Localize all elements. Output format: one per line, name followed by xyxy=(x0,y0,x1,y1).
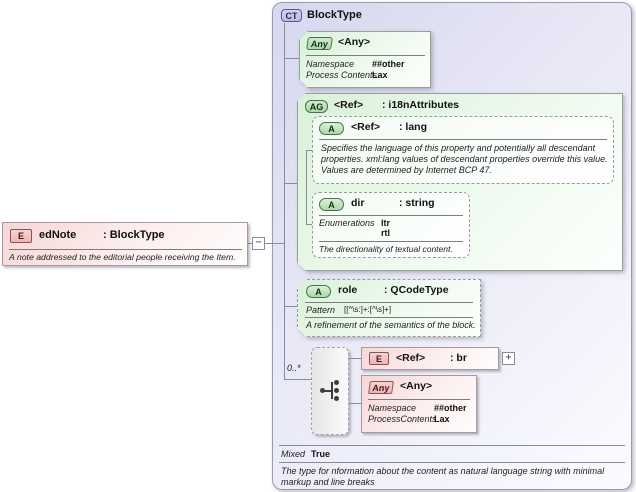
connector-compositor xyxy=(284,379,312,380)
wildcard-prop-value: Lax xyxy=(372,70,388,80)
separator xyxy=(305,302,473,303)
any-bottom-box: Any <Any> Namespace ##other ProcessConte… xyxy=(361,375,477,433)
connector-edNote-type xyxy=(246,243,284,244)
role-attribute-box: A role : QCodeType Pattern [[^\s:]+:[^\s… xyxy=(297,279,481,337)
attrgroup-badge: AG xyxy=(305,100,328,113)
cardinality-label: 0..* xyxy=(287,363,301,373)
connector-br xyxy=(349,358,361,359)
br-element-box: E <Ref> : br xyxy=(361,347,499,370)
separator xyxy=(319,139,607,140)
separator xyxy=(279,445,625,446)
complextype-annotation-line: The type for nformation about the conten… xyxy=(281,466,605,476)
role-facet-label: Pattern xyxy=(306,305,336,315)
compositor-box xyxy=(311,347,349,435)
lang-annotation-line: Values are determined by Internet BCP 47… xyxy=(321,165,492,175)
separator xyxy=(319,215,463,216)
br-name: <Ref> xyxy=(396,352,426,364)
wildcard-prop-value: ##other xyxy=(434,403,467,413)
connector-any-top xyxy=(284,58,300,59)
role-wrap: A role : QCodeType Pattern [[^\s:]+:[^\s… xyxy=(297,279,481,337)
collapse-button[interactable]: − xyxy=(252,237,265,250)
lang-annotation-line: properties. xml:lang values of descendan… xyxy=(321,154,608,164)
wildcard-prop-value: Lax xyxy=(434,414,450,424)
edNote-name: edNote xyxy=(39,229,77,241)
connector-lang xyxy=(306,150,312,151)
role-name: role xyxy=(338,284,358,296)
edNote-element-box: E edNote : BlockType A note addressed to… xyxy=(2,222,248,266)
attrgroup-box: AG <Ref> : i18nAttributes A <Ref> : lang… xyxy=(297,93,623,271)
complextype-annotation: The type for nformation about the conten… xyxy=(281,466,604,488)
enum-value: rtl xyxy=(381,228,390,238)
any-top-box: Any <Any> Namespace ##other Process Cont… xyxy=(299,31,431,88)
any-top-badge: Any xyxy=(306,37,333,50)
wildcard-prop-label: Namespace xyxy=(368,403,417,413)
lang-attribute-box: A <Ref> : lang Specifies the language of… xyxy=(312,116,614,184)
dir-name: dir xyxy=(351,197,365,209)
attrgroup-name: <Ref> xyxy=(334,99,364,111)
any-top-wrap: Any <Any> Namespace ##other Process Cont… xyxy=(299,31,431,88)
lang-annotation: Specifies the language of this property … xyxy=(321,143,608,176)
separator xyxy=(279,462,625,463)
edNote-type: : BlockType xyxy=(103,229,165,241)
separator xyxy=(368,399,470,400)
dir-badge: A xyxy=(319,198,344,211)
dir-type: : string xyxy=(399,197,435,209)
role-badge: A xyxy=(306,285,331,298)
separator xyxy=(9,249,242,250)
complextype-badge: CT xyxy=(281,9,302,22)
wildcard-prop-label: ProcessContents xyxy=(368,414,437,424)
connector-attrgroup xyxy=(284,183,298,184)
role-facet-value: [[^\s:]+:[^\s]+] xyxy=(344,305,392,314)
dir-attribute-box: A dir : string Enumerations ltr rtl The … xyxy=(312,192,470,258)
edNote-annotation: A note addressed to the editorial people… xyxy=(9,252,236,262)
separator xyxy=(305,317,473,318)
dir-annotation: The directionality of textual content. xyxy=(319,244,453,254)
complextype-panel: CT BlockType Any <Any> Namespace ##other… xyxy=(272,2,632,490)
dir-facet-value: ltr rtl xyxy=(381,218,390,238)
br-badge: E xyxy=(369,352,389,365)
edNote-badge: E xyxy=(10,229,32,243)
lang-name: <Ref> xyxy=(351,121,381,133)
lang-annotation-line: Specifies the language of this property … xyxy=(321,143,596,153)
any-top-title: <Any> xyxy=(338,36,371,48)
connector-any-bottom xyxy=(349,403,361,404)
separator xyxy=(319,241,463,242)
any-bottom-title: <Any> xyxy=(400,380,433,392)
choice-compositor-icon xyxy=(320,380,341,401)
complextype-title: BlockType xyxy=(307,9,362,21)
attrgroup-type: : i18nAttributes xyxy=(382,99,460,111)
dir-facet-label: Enumerations xyxy=(319,218,375,228)
br-type: : br xyxy=(450,352,467,364)
connector-role xyxy=(284,306,298,307)
complextype-annotation-line: markup and line breaks xyxy=(281,477,375,487)
wildcard-prop-label: Process Contents xyxy=(306,70,378,80)
attrgroup-wrap: AG <Ref> : i18nAttributes A <Ref> : lang… xyxy=(297,93,623,271)
any-bottom-badge: Any xyxy=(368,381,394,394)
mixed-value: True xyxy=(311,449,331,459)
role-annotation: A refinement of the semantics of the blo… xyxy=(306,320,476,330)
enum-value: ltr xyxy=(381,218,390,228)
attrgroup-spine xyxy=(306,150,307,225)
wildcard-prop-label: Namespace xyxy=(306,59,355,69)
expand-button[interactable]: + xyxy=(502,352,515,365)
separator xyxy=(306,55,425,56)
mixed-label: Mixed xyxy=(281,449,306,459)
child-spine xyxy=(284,23,285,380)
lang-type: : lang xyxy=(399,121,427,133)
connector-dir xyxy=(306,224,312,225)
lang-badge: A xyxy=(319,122,344,135)
role-type: : QCodeType xyxy=(384,284,449,296)
wildcard-prop-value: ##other xyxy=(372,59,405,69)
